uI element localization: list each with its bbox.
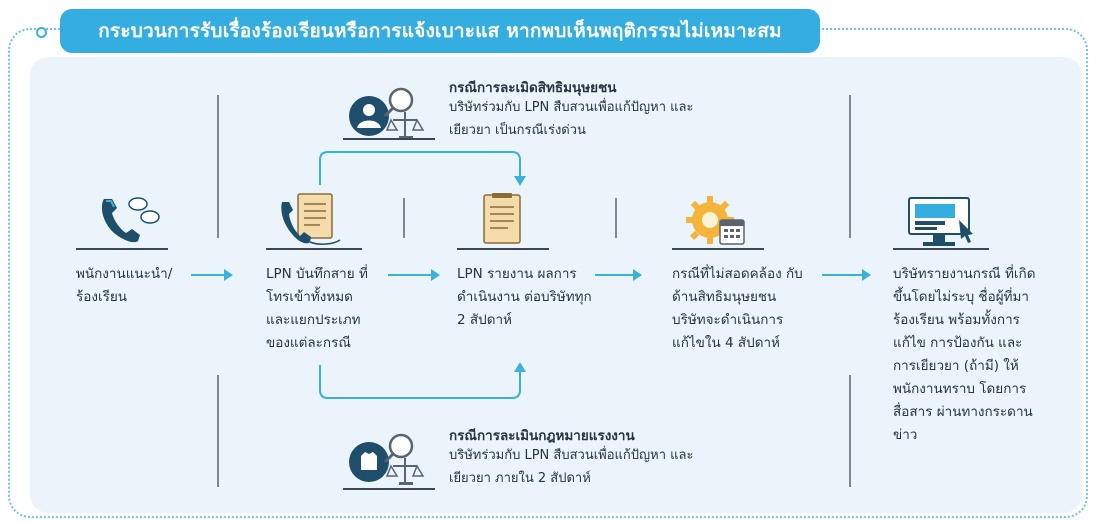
fist-magnifier-scale-icon bbox=[345, 432, 435, 492]
divider bbox=[849, 95, 851, 238]
step-1-text: พนักงานแนะนำ/ ร้องเรียน bbox=[76, 266, 173, 305]
divider bbox=[403, 198, 405, 238]
divider bbox=[217, 95, 219, 238]
flow-arrow bbox=[595, 269, 642, 281]
icon-baseline bbox=[457, 248, 549, 250]
flow-arrow bbox=[822, 269, 871, 281]
page-title: กระบวนการรับเรื่องร้องเรียนหรือการแจ้งเบ… bbox=[60, 9, 820, 53]
divider bbox=[217, 375, 219, 487]
icon-baseline bbox=[343, 488, 435, 490]
telephone-speech-icon bbox=[98, 195, 168, 251]
icon-baseline bbox=[893, 248, 989, 250]
case-labor-law-title: กรณีการละเมินกฎหมายแรงงาน bbox=[449, 428, 635, 444]
report-document-icon bbox=[482, 193, 522, 249]
content-panel bbox=[30, 57, 1082, 513]
step-4-text: กรณีที่ไม่สอดคล้อง กับด้านสิทธิมนุษยชน บ… bbox=[672, 266, 803, 351]
icon-baseline bbox=[76, 248, 168, 250]
divider bbox=[849, 375, 851, 487]
frame-dot-left bbox=[36, 27, 47, 38]
case-human-rights-desc: บริษัทร่วมกับ LPN สืบสวนเพื่อแก้ปัญหา แล… bbox=[449, 100, 694, 138]
step-5-text: บริษัทรายงานกรณี ที่เกิดขึ้นโดยไม่ระบุ ช… bbox=[893, 266, 1036, 443]
gear-calendar-icon bbox=[686, 196, 750, 252]
icon-baseline bbox=[672, 248, 764, 250]
step-2-text: LPN บันทึกสาย ที่โทรเข้าทั้งหมด และแยกปร… bbox=[266, 266, 368, 351]
divider bbox=[615, 198, 617, 238]
case-labor-law-desc: บริษัทร่วมกับ LPN สืบสวนเพื่อแก้ปัญหา แล… bbox=[449, 448, 694, 486]
flow-arrow bbox=[388, 269, 440, 281]
icon-baseline bbox=[266, 248, 362, 250]
step-3-text: LPN รายงาน ผลการดำเนินงาน ต่อบริษัททุก 2… bbox=[457, 266, 592, 328]
icon-baseline bbox=[343, 138, 435, 140]
flow-arrow bbox=[191, 269, 233, 281]
person-magnifier-scale-icon bbox=[345, 86, 435, 146]
phone-document-icon bbox=[280, 192, 344, 252]
monitor-board-icon bbox=[907, 196, 977, 252]
case-human-rights-title: กรณีการละเมิดสิทธิมนุษยชน bbox=[449, 80, 617, 96]
